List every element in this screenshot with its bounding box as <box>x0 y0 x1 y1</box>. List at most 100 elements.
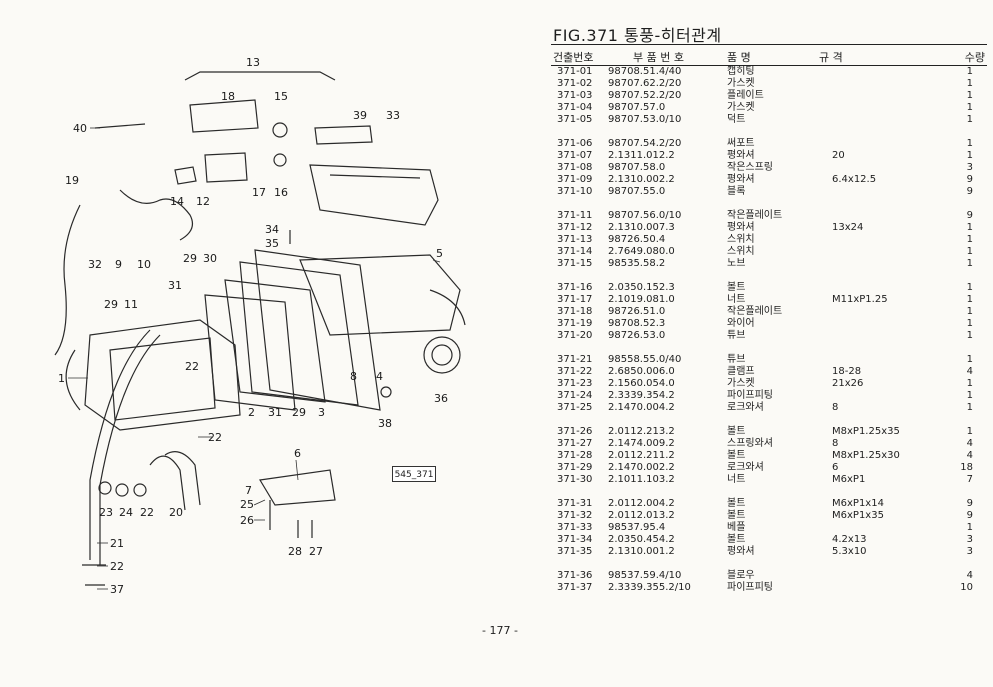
callout-27: 27 <box>309 545 323 558</box>
group-gap <box>551 342 987 354</box>
callout-34: 34 <box>265 223 279 236</box>
callout-5: 5 <box>436 247 443 260</box>
part-number: 98707.52.2/20 <box>608 90 682 101</box>
part-qty: 9 <box>966 174 973 185</box>
item-number: 371-08 <box>557 162 593 173</box>
callout-32: 32 <box>88 258 102 271</box>
callout-21: 21 <box>110 537 124 550</box>
part-spec: 21x26 <box>832 378 864 389</box>
item-number: 371-03 <box>557 90 593 101</box>
callout-22b: 22 <box>208 431 222 444</box>
item-number: 371-18 <box>557 306 593 317</box>
part-qty: 9 <box>966 498 973 509</box>
callout-25: 25 <box>240 498 254 511</box>
callout-6: 6 <box>294 447 301 460</box>
part-spec: 4.2x13 <box>832 534 867 545</box>
header-part-number: 부 품 번 호 <box>633 51 684 64</box>
callout-19: 19 <box>65 174 79 187</box>
item-number: 371-27 <box>557 438 593 449</box>
part-number: 98726.53.0 <box>608 330 666 341</box>
part-name: 볼트 <box>727 510 746 521</box>
part-spec: 8 <box>832 402 839 413</box>
callout-31b: 31 <box>268 406 282 419</box>
part-qty: 1 <box>966 258 973 269</box>
part-qty: 3 <box>966 162 973 173</box>
group-gap <box>551 126 987 138</box>
part-number: 2.0350.454.2 <box>608 534 675 545</box>
callout-40: 40 <box>73 122 87 135</box>
part-number: 98707.56.0/10 <box>608 210 682 221</box>
part-qty: 1 <box>966 426 973 437</box>
callout-15: 15 <box>274 90 288 103</box>
part-spec: M11xP1.25 <box>832 294 888 305</box>
item-number: 371-25 <box>557 402 593 413</box>
callout-36: 36 <box>434 392 448 405</box>
part-number: 2.1470.002.2 <box>608 462 675 473</box>
part-spec: 6 <box>832 462 839 473</box>
callout-33: 33 <box>386 109 400 122</box>
part-name: 파이프피팅 <box>727 390 773 401</box>
part-name: 로크와셔 <box>727 402 764 413</box>
callout-7: 7 <box>245 484 252 497</box>
callout-22c: 22 <box>140 506 154 519</box>
part-number: 2.1019.081.0 <box>608 294 675 305</box>
group-gap <box>551 414 987 426</box>
callout-35: 35 <box>265 237 279 250</box>
part-number: 2.1011.103.2 <box>608 474 675 485</box>
part-name: 볼트 <box>727 450 746 461</box>
part-spec: M8xP1.25x30 <box>832 450 900 461</box>
header-item-no: 건출번호 <box>553 51 594 64</box>
part-qty: 18 <box>960 462 973 473</box>
part-spec: 5.3x10 <box>832 546 867 557</box>
part-number: 2.7649.080.0 <box>608 246 675 257</box>
part-name: 클램프 <box>727 366 755 377</box>
callout-30: 30 <box>203 252 217 265</box>
callout-1: 1 <box>58 372 65 385</box>
heater-assembly-drawing: 13 18 15 39 33 40 19 14 12 17 16 34 35 5… <box>54 56 466 596</box>
item-number: 371-34 <box>557 534 593 545</box>
exploded-parts-diagram: 13 18 15 39 33 40 19 14 12 17 16 34 35 5… <box>0 0 520 600</box>
item-number: 371-13 <box>557 234 593 245</box>
part-qty: 4 <box>966 366 973 377</box>
header-rule <box>551 65 987 66</box>
part-qty: 1 <box>966 330 973 341</box>
part-number: 98558.55.0/40 <box>608 354 682 365</box>
callout-24: 24 <box>119 506 133 519</box>
group-gap <box>551 486 987 498</box>
part-name: 튜브 <box>727 354 746 365</box>
part-number: 2.6850.006.0 <box>608 366 675 377</box>
part-spec: M6xP1x14 <box>832 498 884 509</box>
part-name: 덕트 <box>727 114 746 125</box>
part-qty: 1 <box>966 138 973 149</box>
part-number: 98726.50.4 <box>608 234 666 245</box>
item-number: 371-04 <box>557 102 593 113</box>
part-number: 2.1310.007.3 <box>608 222 675 233</box>
header-qty: 수량 <box>964 51 985 64</box>
page-number: - 177 - <box>482 624 518 637</box>
callout-31: 31 <box>168 279 182 292</box>
callout-22d: 22 <box>110 560 124 573</box>
part-qty: 3 <box>966 546 973 557</box>
item-number: 371-14 <box>557 246 593 257</box>
group-gap <box>551 198 987 210</box>
part-qty: 1 <box>966 222 973 233</box>
part-name: 튜브 <box>727 330 746 341</box>
part-number: 2.3339.355.2/10 <box>608 582 691 593</box>
callout-2: 2 <box>248 406 255 419</box>
callout-22: 22 <box>185 360 199 373</box>
